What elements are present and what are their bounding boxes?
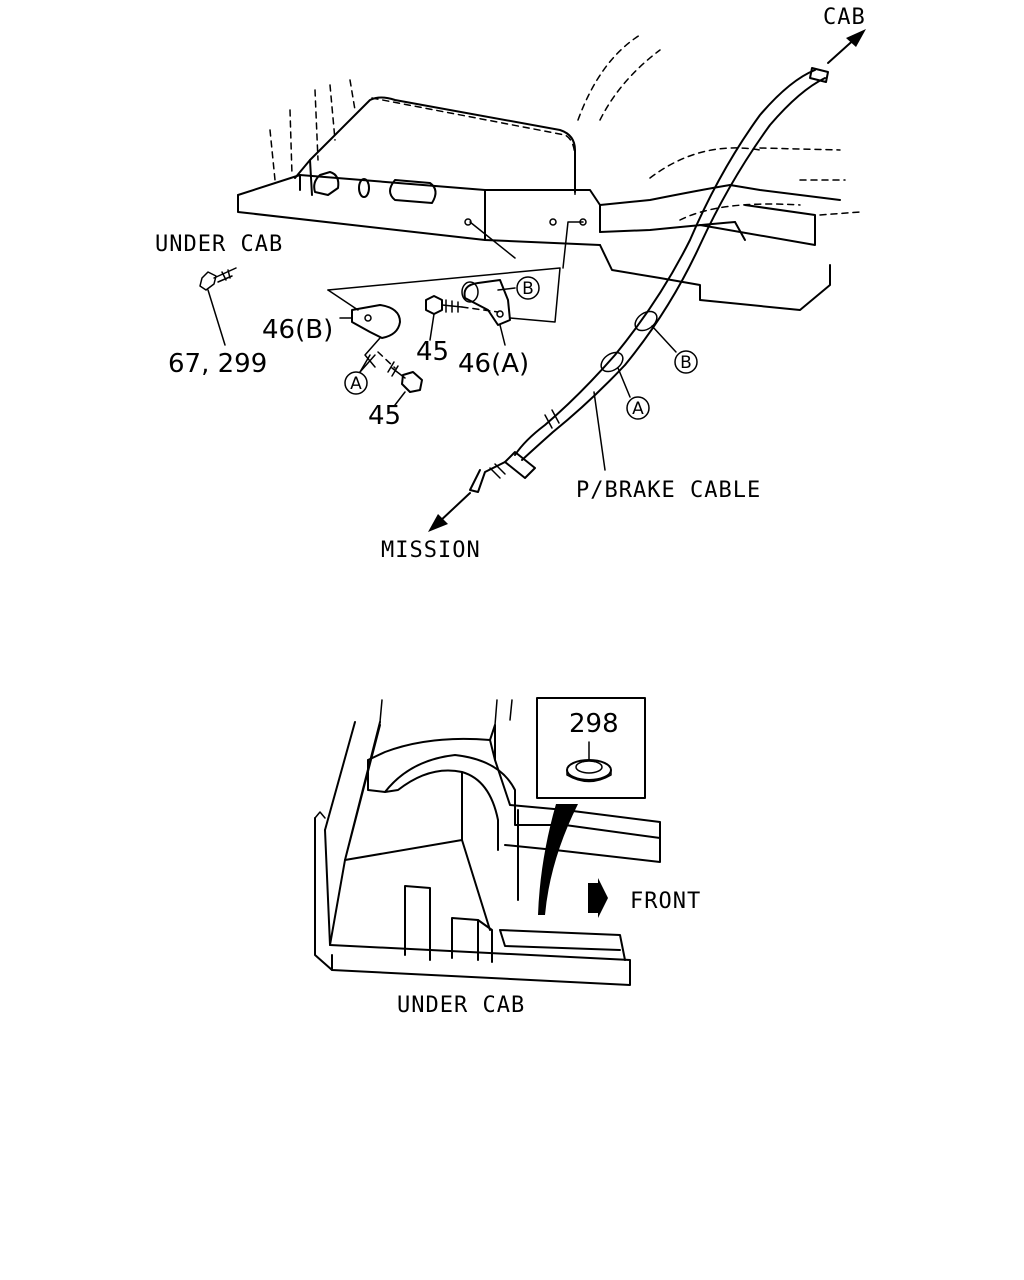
clamp-a-icon [461, 279, 516, 346]
grommet-part-number: 298 [569, 709, 619, 739]
under-cab-bottom-label: UNDER CAB [397, 993, 525, 1018]
marker-a-clamp: A [344, 354, 371, 395]
marker-b-cable-label: B [680, 353, 692, 373]
pbrake-cable-leader [593, 391, 606, 471]
bolt-lower-icon [377, 351, 423, 406]
screw-icon [199, 267, 237, 346]
callout-wedge [538, 804, 578, 915]
bolt-upper-part-number: 45 [416, 337, 449, 367]
marker-b-clamp: B [516, 276, 540, 300]
marker-a-clamp-label: A [350, 374, 362, 394]
grommet-inset: 298 [536, 697, 646, 799]
screw-part-number: 67, 299 [168, 349, 267, 379]
bolt-lower-part-number: 45 [368, 401, 401, 431]
clamp-a-part-number: 46(A) [458, 349, 529, 379]
marker-a-cable: A [617, 367, 650, 420]
marker-a-cable-label: A [632, 399, 644, 419]
bolt-upper-icon [425, 295, 499, 341]
mission-label: MISSION [381, 538, 481, 563]
pbrake-cable-label: P/BRAKE CABLE [576, 478, 761, 503]
front-arrow-icon [588, 878, 608, 918]
marker-b-clamp-label: B [522, 279, 534, 299]
cab-label: CAB [823, 5, 866, 30]
mission-arrow-icon [428, 492, 471, 532]
marker-b-cable: B [651, 325, 698, 374]
front-label: FRONT [630, 889, 701, 914]
chassis-frame-top [237, 34, 861, 323]
under-cab-frame [314, 699, 661, 986]
parking-brake-cable [469, 67, 829, 493]
clamp-b-part-number: 46(B) [262, 315, 333, 345]
cab-arrow-icon [827, 29, 866, 64]
under-cab-top-label: UNDER CAB [155, 232, 283, 257]
clamp-b-icon [339, 304, 401, 373]
